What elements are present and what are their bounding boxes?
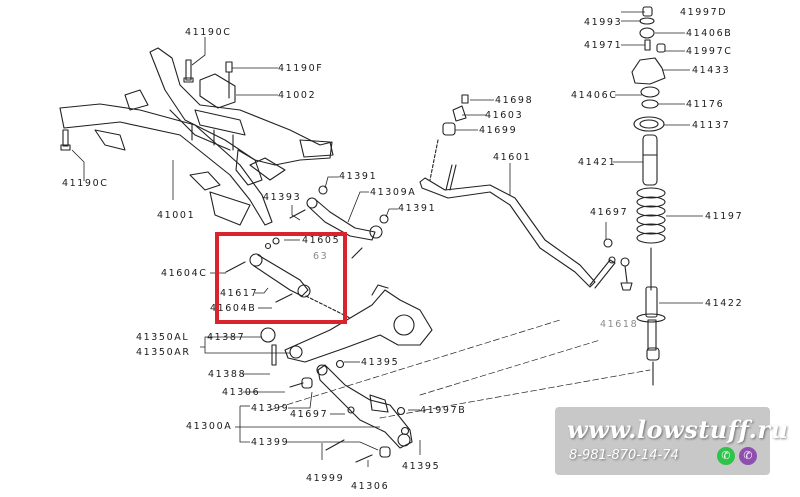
- label-41997b: 41997B: [420, 405, 467, 416]
- trailing-arm-41350: [260, 284, 433, 366]
- label-41697-a: 41697: [290, 409, 329, 420]
- label-41603: 41603: [485, 110, 524, 121]
- bushing-41699: [429, 94, 469, 181]
- label-41391-b: 41391: [398, 203, 437, 214]
- label-41190c-left: 41190C: [62, 178, 109, 189]
- label-63: 63: [313, 251, 329, 262]
- strut-stack: [631, 6, 666, 386]
- label-41001: 41001: [157, 210, 196, 221]
- label-41699: 41699: [479, 125, 518, 136]
- watermark-site: www.lowstuff.ru: [567, 415, 789, 444]
- viber-icon[interactable]: ✆: [739, 447, 757, 465]
- label-41350ar: 41350AR: [136, 347, 191, 358]
- bracket-41002: [191, 73, 246, 151]
- label-41618: 41618: [600, 319, 639, 330]
- label-41388: 41388: [208, 369, 247, 380]
- label-41350al: 41350AL: [136, 332, 190, 343]
- end-link: [603, 238, 633, 291]
- label-41002: 41002: [278, 90, 317, 101]
- label-41306-a: 41306: [222, 387, 261, 398]
- label-41391-a: 41391: [339, 171, 378, 182]
- label-41309a: 41309A: [370, 187, 417, 198]
- label-41306-b: 41306: [351, 481, 390, 492]
- watermark-banner: www.lowstuff.ru 8-981-870-14-74 ✆ ✆: [555, 407, 788, 475]
- label-41997c: 41997C: [686, 46, 733, 57]
- label-41395-b: 41395: [402, 461, 441, 472]
- label-41617: 41617: [220, 288, 259, 299]
- label-41387: 41387: [207, 332, 246, 343]
- label-41601: 41601: [493, 152, 532, 163]
- bolt-41190c: [183, 59, 194, 83]
- upper-arm-41309a: [289, 185, 389, 259]
- bolt-41190c-left: [60, 129, 71, 151]
- label-41190c-top: 41190C: [185, 27, 232, 38]
- label-41605: 41605: [302, 235, 341, 246]
- label-41422: 41422: [705, 298, 744, 309]
- label-41300a: 41300A: [186, 421, 233, 432]
- label-41399-a: 41399: [251, 403, 290, 414]
- label-41999: 41999: [306, 473, 345, 484]
- label-41697-b: 41697: [590, 207, 629, 218]
- label-41604c: 41604C: [161, 268, 208, 279]
- label-41698: 41698: [495, 95, 534, 106]
- watermark-phone: 8-981-870-14-74: [569, 448, 679, 463]
- whatsapp-icon[interactable]: ✆: [717, 447, 735, 465]
- label-41971: 41971: [584, 40, 623, 51]
- label-41176: 41176: [686, 99, 725, 110]
- label-41433: 41433: [692, 65, 731, 76]
- label-41997d: 41997D: [680, 7, 728, 18]
- label-41395-a: 41395: [361, 357, 400, 368]
- label-41137: 41137: [692, 120, 731, 131]
- lower-arm-41300a: [289, 359, 413, 463]
- label-41399-b: 41399: [251, 437, 290, 448]
- label-41393: 41393: [263, 192, 302, 203]
- label-41197: 41197: [705, 211, 744, 222]
- stabilizer-bar-41601: [419, 164, 616, 289]
- toe-link-41617: [225, 237, 351, 319]
- label-41406c: 41406C: [571, 90, 618, 101]
- label-41190f: 41190F: [278, 63, 324, 74]
- crossmember-41001: [59, 47, 334, 226]
- bolt-41190f: [225, 61, 233, 99]
- highlight-box: [215, 232, 347, 324]
- label-41604b: 41604B: [210, 303, 257, 314]
- leader-lines: [71, 11, 703, 467]
- label-41421: 41421: [578, 157, 617, 168]
- label-41993: 41993: [584, 17, 623, 28]
- label-41406b: 41406B: [686, 28, 733, 39]
